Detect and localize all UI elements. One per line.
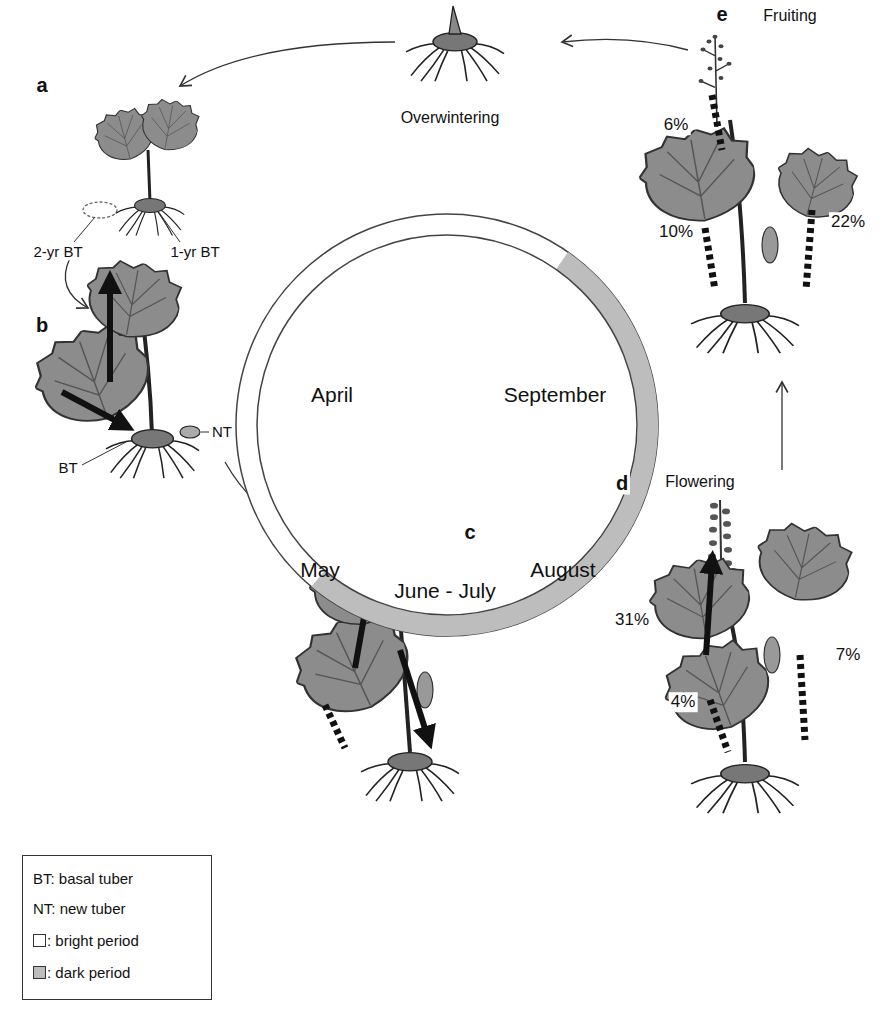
stage-d-plant bbox=[644, 552, 756, 647]
percentage: 6% bbox=[662, 115, 691, 135]
stage-b-plant bbox=[180, 426, 200, 438]
stage-a-plant bbox=[74, 95, 202, 242]
stage-e-plant bbox=[633, 121, 762, 231]
stage-a-plant bbox=[148, 150, 150, 202]
percentage: 31% bbox=[613, 610, 651, 630]
stage-name: Flowering bbox=[663, 473, 736, 491]
stage-d-plant bbox=[710, 655, 805, 752]
stage-b-plant bbox=[62, 282, 124, 425]
stage-name: Fruiting bbox=[761, 7, 818, 25]
stage-d-plant bbox=[800, 655, 805, 740]
stage-b-plant bbox=[82, 432, 209, 465]
month-label: May bbox=[300, 558, 340, 582]
legend-box: BT: basal tuberNT: new tuber : bright per… bbox=[22, 855, 212, 1000]
legend-text: : bright period bbox=[47, 932, 139, 949]
legend-entry: BT: basal tuber bbox=[33, 870, 133, 887]
stage-c-plant bbox=[325, 705, 345, 748]
percentage: 22% bbox=[829, 212, 867, 232]
month-label: September bbox=[504, 383, 607, 407]
panel-letter: b bbox=[34, 314, 50, 337]
legend-text: : dark period bbox=[47, 964, 130, 981]
stage-c-plant bbox=[361, 753, 459, 802]
stage-e-plant bbox=[691, 305, 799, 354]
stage-e-plant bbox=[806, 210, 812, 290]
ring-outer bbox=[236, 214, 658, 636]
panel-letter: a bbox=[34, 74, 49, 97]
stage-d-plant bbox=[706, 562, 712, 655]
panel-letter: d bbox=[614, 472, 630, 495]
cycle-arrows bbox=[781, 382, 782, 470]
stage-a-plant bbox=[83, 202, 117, 218]
legend-text: NT: new tuber bbox=[33, 900, 126, 917]
stage-d-plant bbox=[644, 500, 857, 813]
stage-e-plant bbox=[705, 95, 812, 290]
season-ring: April SeptemberMay AugustJune - July bbox=[235, 213, 659, 637]
percentage: 10% bbox=[657, 222, 695, 242]
legend-swatch bbox=[33, 934, 46, 947]
stage-a-plant bbox=[136, 95, 202, 154]
stage-d-plant bbox=[691, 765, 799, 814]
legend-entry: NT: new tuber bbox=[33, 900, 126, 917]
stage-name: Overwintering bbox=[399, 109, 502, 127]
cycle-arrows bbox=[180, 42, 395, 86]
stage-e-plant bbox=[712, 95, 722, 150]
stage-d-plant bbox=[764, 637, 780, 673]
legend-entry: : dark period bbox=[33, 964, 130, 981]
stage-a-plant bbox=[74, 211, 180, 242]
part-label: NT bbox=[210, 423, 234, 440]
month-label: August bbox=[530, 558, 595, 582]
stage-c-plant bbox=[400, 650, 428, 738]
part-label: BT bbox=[56, 459, 79, 476]
month-label: June - July bbox=[394, 579, 496, 603]
month-label: April bbox=[311, 383, 353, 407]
stage-e-plant bbox=[633, 35, 863, 353]
panel-letter: c bbox=[462, 521, 477, 544]
legend-text: BT: basal tuber bbox=[33, 870, 133, 887]
overwintering-plant bbox=[406, 6, 504, 81]
cycle-arrows bbox=[65, 258, 88, 308]
stage-b-plant bbox=[79, 254, 186, 344]
stage-a-plant bbox=[116, 199, 185, 236]
stage-b-plant bbox=[62, 392, 124, 425]
legend-entry: : bright period bbox=[33, 932, 139, 949]
percentage: 7% bbox=[834, 645, 863, 665]
stage-e-plant bbox=[762, 227, 778, 263]
stage-b-plant bbox=[107, 282, 113, 382]
part-label: 2-yr BT bbox=[31, 243, 84, 260]
part-label: 1-yr BT bbox=[168, 243, 221, 260]
ring-inner bbox=[257, 235, 637, 615]
panel-letter: e bbox=[714, 3, 729, 26]
overwintering-plant bbox=[449, 6, 461, 34]
cycle-arrows bbox=[562, 39, 688, 50]
stage-b-plant bbox=[22, 254, 209, 478]
legend-swatch bbox=[33, 966, 46, 979]
overwintering-plant bbox=[406, 33, 504, 82]
percentage: 4% bbox=[669, 692, 698, 712]
stage-e-plant bbox=[705, 228, 715, 290]
stage-d-plant bbox=[749, 516, 857, 609]
stage-d-plant bbox=[710, 700, 728, 752]
